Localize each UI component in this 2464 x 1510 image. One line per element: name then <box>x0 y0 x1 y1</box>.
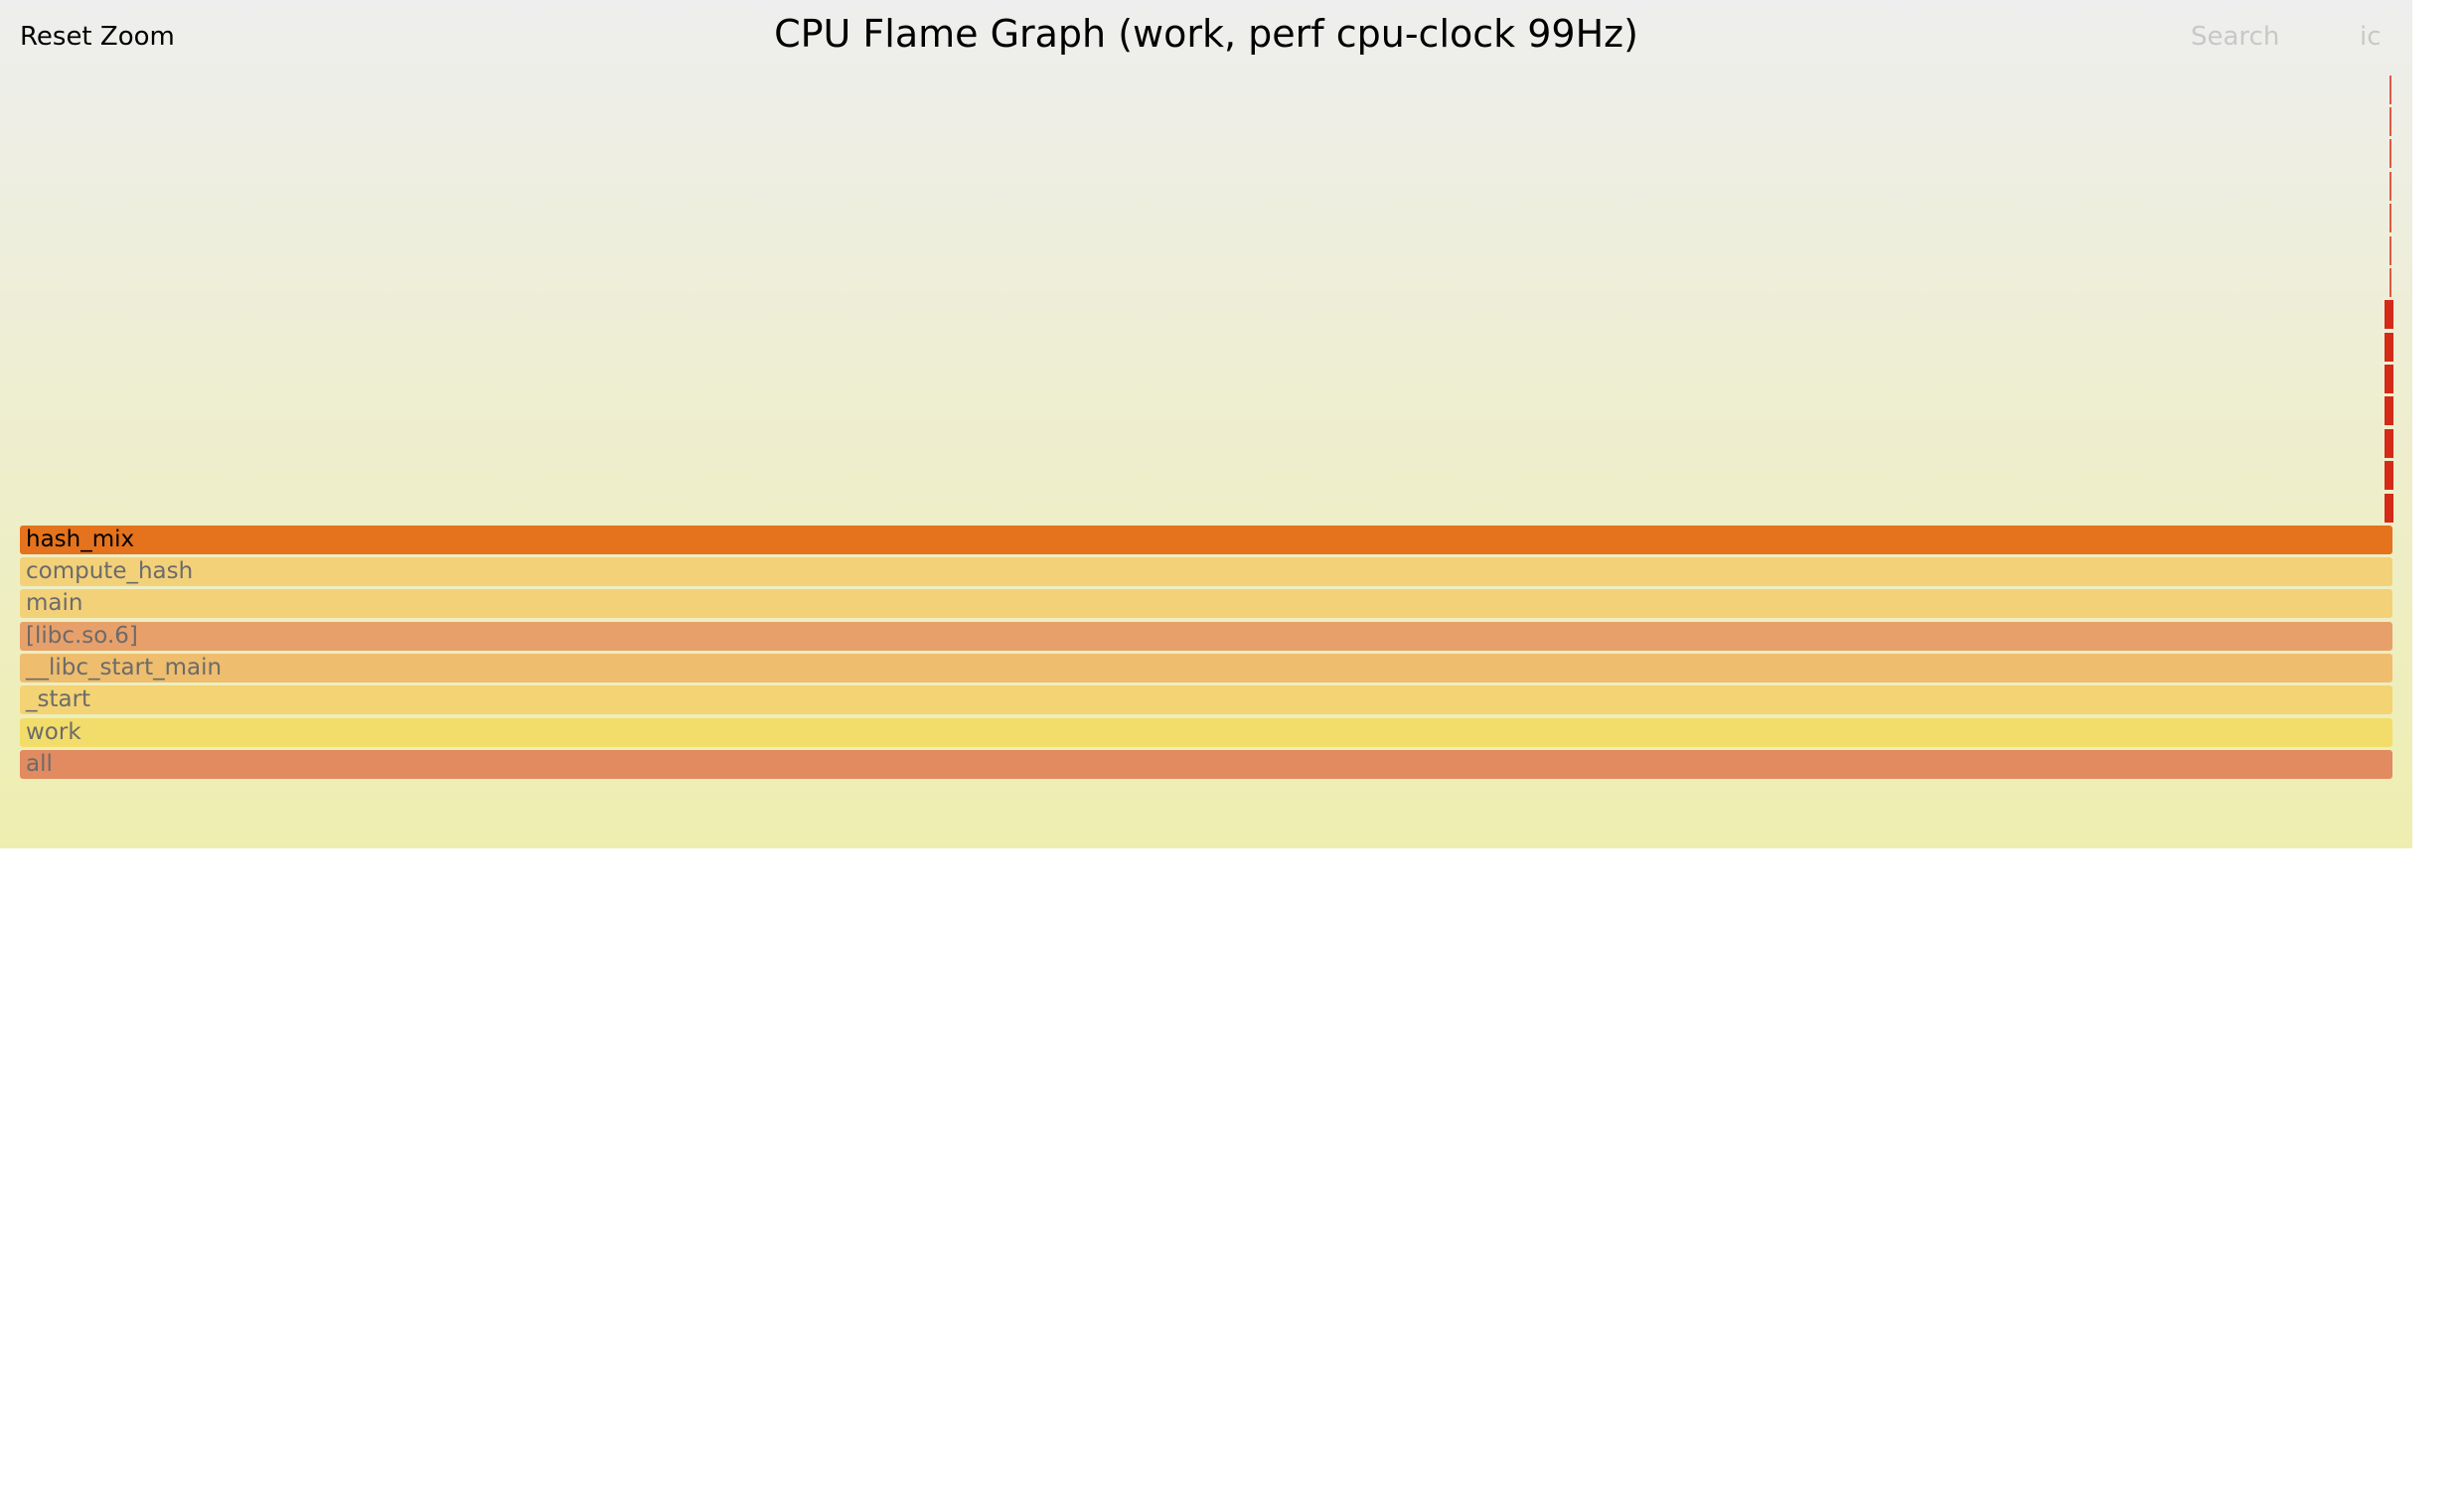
stack-frame-narrow[interactable] <box>2385 429 2393 458</box>
frame-label: hash_mix <box>26 527 135 552</box>
reset-zoom-button[interactable]: Reset Zoom <box>20 22 175 52</box>
frame-all[interactable]: all <box>20 750 2392 779</box>
stack-frame-narrow[interactable] <box>2385 396 2393 425</box>
ignore-case-toggle[interactable]: ic <box>2360 22 2382 52</box>
frame-main[interactable]: main <box>20 589 2392 618</box>
stack-frame-narrow[interactable] <box>2389 236 2391 265</box>
frame-start[interactable]: _start <box>20 685 2392 714</box>
frame-work[interactable]: work <box>20 718 2392 747</box>
frame-label: work <box>26 719 81 745</box>
stack-frame-narrow[interactable] <box>2389 268 2391 297</box>
frame-libc-start-main[interactable]: __libc_start_main <box>20 654 2392 682</box>
stack-frame-narrow[interactable] <box>2389 107 2391 136</box>
frame-label: main <box>26 590 83 616</box>
frame-label: [libc.so.6] <box>26 623 138 649</box>
stack-frame-narrow[interactable] <box>2385 333 2393 362</box>
frame-libc-so[interactable]: [libc.so.6] <box>20 622 2392 651</box>
flame-graph: Reset Zoom CPU Flame Graph (work, perf c… <box>0 0 2412 848</box>
search-button[interactable]: Search <box>2191 22 2280 52</box>
frame-label: compute_hash <box>26 558 194 584</box>
stack-frame-narrow[interactable] <box>2385 365 2393 393</box>
stack-frame-narrow[interactable] <box>2389 76 2391 104</box>
stack-frame-narrow[interactable] <box>2389 139 2391 168</box>
frame-label: all <box>26 751 53 777</box>
frame-compute-hash[interactable]: compute_hash <box>20 557 2392 586</box>
frame-hash-mix[interactable]: hash_mix <box>20 526 2392 554</box>
frame-label: _start <box>26 686 91 712</box>
stack-frame-narrow[interactable] <box>2389 172 2391 201</box>
stack-frame-narrow[interactable] <box>2385 461 2393 490</box>
stack-frame-narrow[interactable] <box>2385 300 2393 329</box>
frame-label: __libc_start_main <box>26 655 223 680</box>
stack-frame-narrow[interactable] <box>2389 204 2391 232</box>
page-title: CPU Flame Graph (work, perf cpu-clock 99… <box>774 12 1638 56</box>
stack-frame-narrow[interactable] <box>2385 494 2393 523</box>
